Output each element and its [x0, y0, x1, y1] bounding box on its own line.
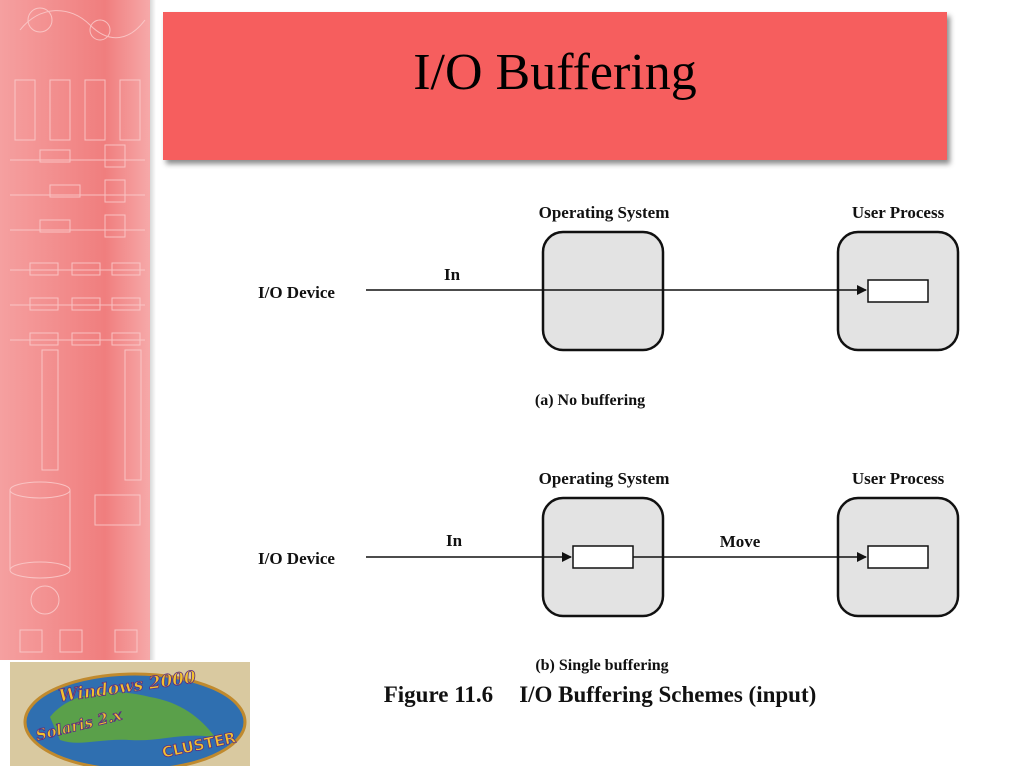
caption-a: (a) No buffering [535, 392, 645, 409]
sidebar-decoration [0, 0, 150, 660]
continent-shape [50, 692, 215, 743]
os-label-a: Operating System [539, 203, 670, 222]
figure-caption: Figure 11.6 I/O Buffering Schemes (input) [250, 682, 950, 708]
os-box-a [541, 230, 665, 352]
figure-title: I/O Buffering Schemes (input) [519, 682, 817, 707]
sidebar-edge [150, 0, 156, 660]
sidebar-pattern [9, 7, 146, 653]
user-buffer-a [867, 279, 929, 303]
title-banner: I/O Buffering [163, 12, 947, 160]
io-device-label-a: I/O Device [258, 283, 335, 302]
slide-title: I/O Buffering [413, 43, 697, 101]
caption-b: (b) Single buffering [535, 657, 668, 674]
user-process-label-b: User Process [852, 469, 945, 488]
figure-number: Figure 11.6 [383, 682, 494, 707]
os-buffer-b [572, 545, 634, 569]
user-process-label-a: User Process [852, 203, 945, 222]
in-label-a: In [444, 265, 461, 284]
in-label-b: In [446, 531, 463, 550]
user-buffer-b [867, 545, 929, 569]
move-label-b: Move [720, 532, 761, 551]
cluster-logo: Windows 2000 Solaris 2.x CLUSTER [10, 662, 250, 766]
diagram-b: Operating System User Process I/O Device… [258, 469, 960, 674]
os-label-b: Operating System [539, 469, 670, 488]
io-device-label-b: I/O Device [258, 549, 335, 568]
diagram-a: Operating System User Process I/O Device… [258, 203, 960, 409]
